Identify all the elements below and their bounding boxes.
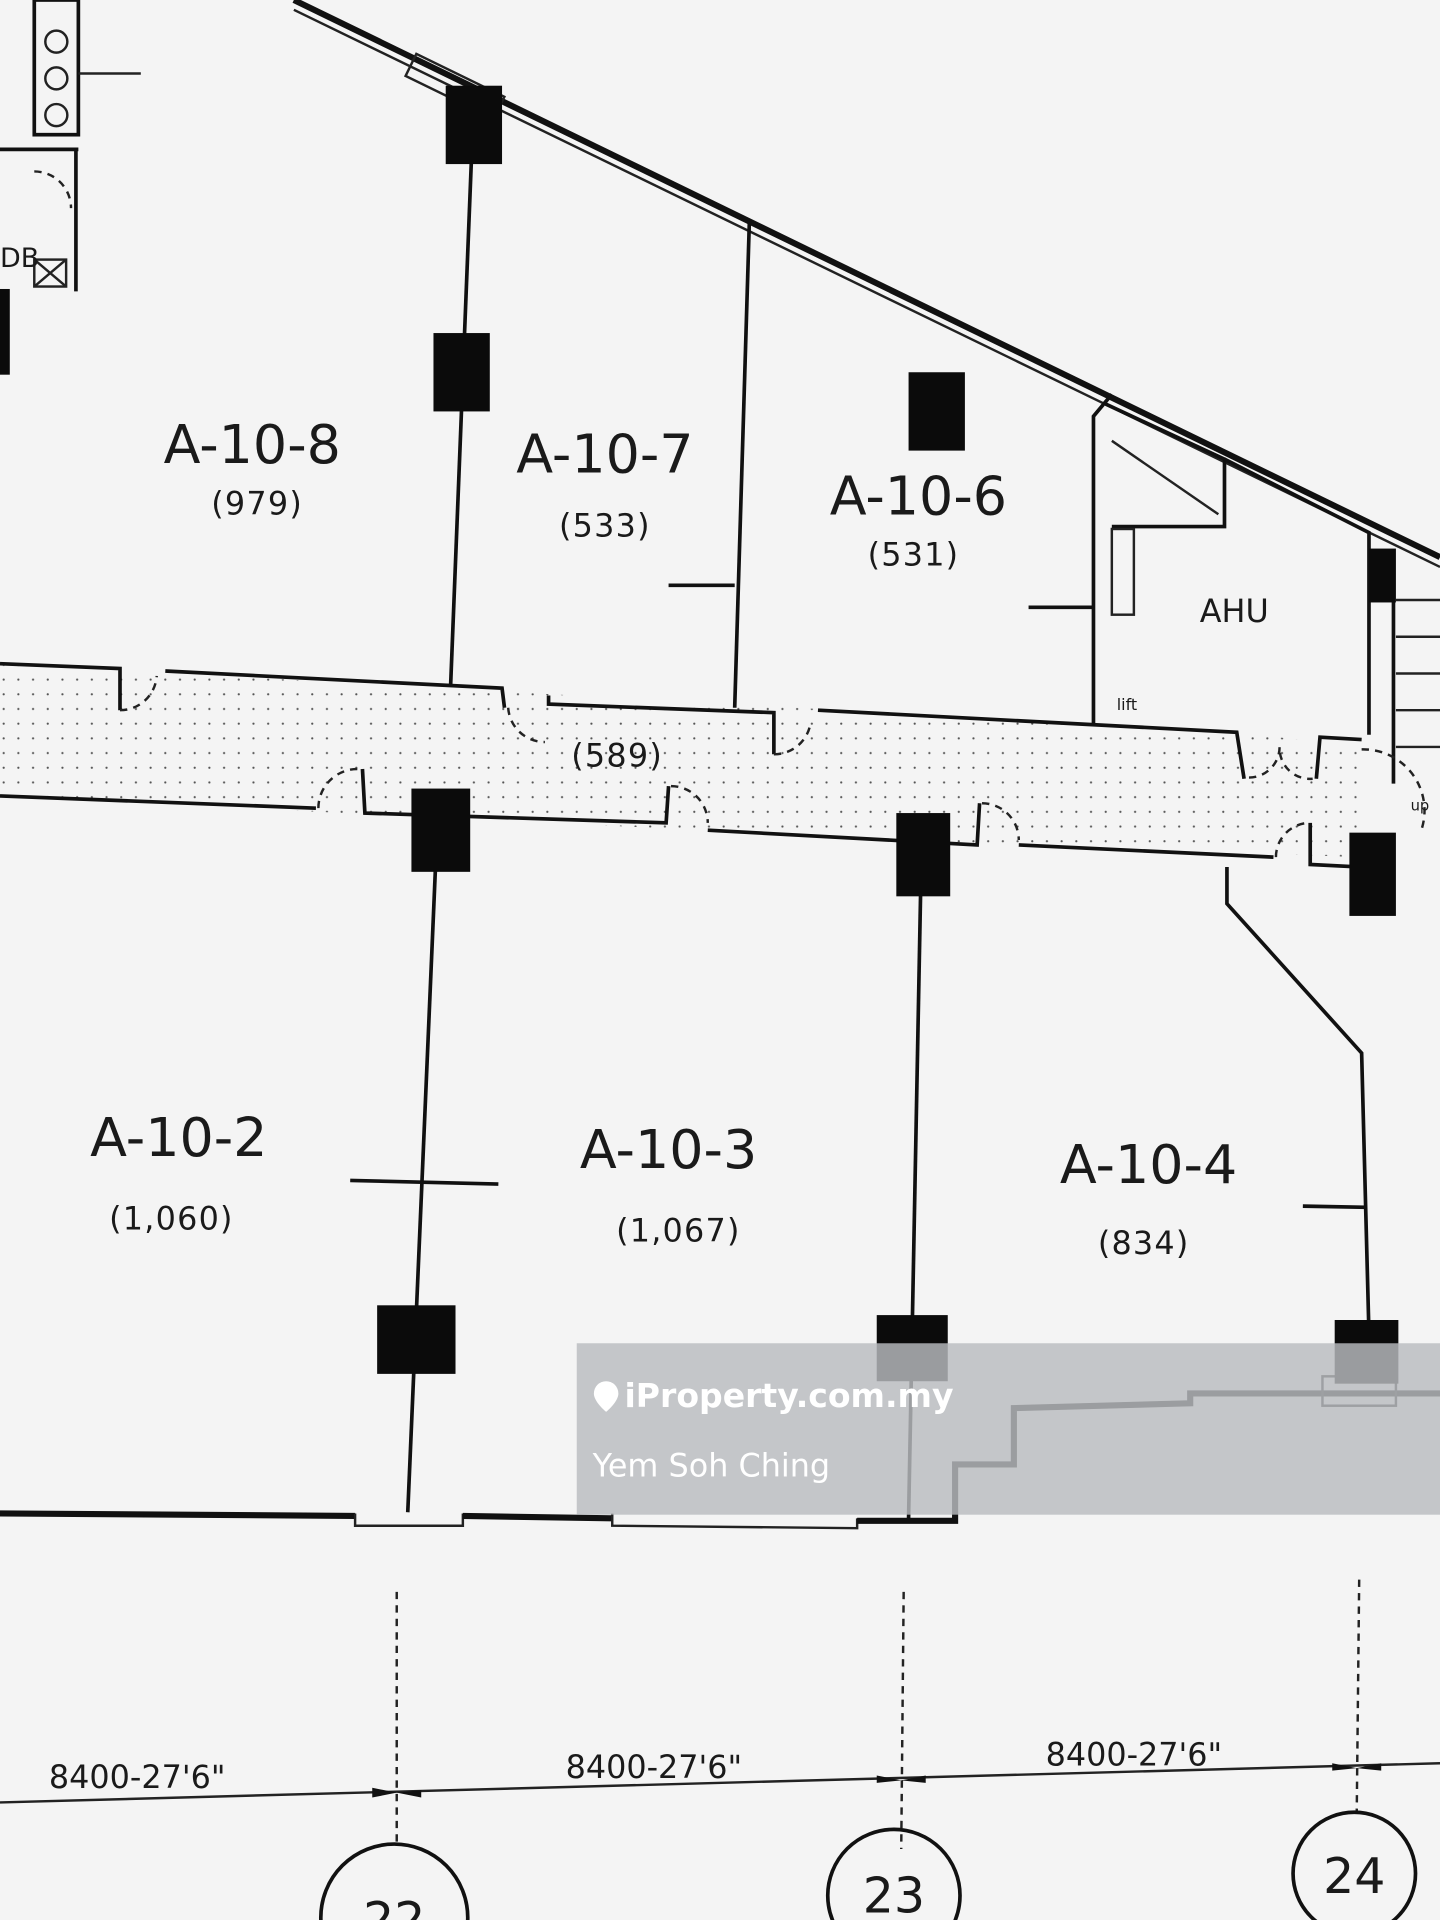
column xyxy=(445,85,503,165)
db-label: DB xyxy=(0,243,39,274)
grid-marker-label: 22 xyxy=(363,1892,425,1920)
watermark-brand: iProperty.com.my xyxy=(624,1376,953,1415)
grid-marker-22 xyxy=(319,1842,470,1920)
unit-id-a-10-2: A-10-2 xyxy=(90,1106,267,1169)
unit-area-a-10-3: (1,067) xyxy=(616,1212,741,1250)
column xyxy=(896,813,951,897)
lift-label: lift xyxy=(1117,695,1137,714)
location-pin-icon xyxy=(593,1381,619,1412)
unit-id-a-10-4: A-10-4 xyxy=(1060,1133,1237,1196)
stair-up-label: up xyxy=(1411,798,1430,815)
unit-id-a-10-6: A-10-6 xyxy=(830,464,1007,527)
dimension-label: 8400-27'6" xyxy=(1046,1736,1223,1774)
column xyxy=(433,333,490,412)
column xyxy=(377,1305,456,1374)
column xyxy=(411,788,471,872)
corridor xyxy=(0,663,1360,858)
dimension-label: 8400-27'6" xyxy=(566,1748,743,1786)
unit-area-a-10-8: (979) xyxy=(211,484,303,522)
ahu-label: AHU xyxy=(1200,592,1269,630)
unit-area-a-10-2: (1,060) xyxy=(109,1199,234,1237)
unit-labels: A-10-8 (979) A-10-7 (533) A-10-6 (531) A… xyxy=(90,413,1429,1262)
unit-id-a-10-3: A-10-3 xyxy=(580,1118,757,1181)
watermark: iProperty.com.my Yem Soh Ching xyxy=(576,1343,1440,1515)
corridor-area: (589) xyxy=(571,737,663,775)
watermark-agent: Yem Soh Ching xyxy=(592,1447,831,1485)
unit-area-a-10-4: (834) xyxy=(1098,1224,1190,1262)
unit-area-a-10-7: (533) xyxy=(559,506,651,544)
dimension-label: 8400-27'6" xyxy=(49,1758,226,1796)
service-core: DB xyxy=(0,0,141,375)
grid-marker-23 xyxy=(825,1827,962,1920)
column xyxy=(908,372,965,451)
grid-marker-label: 23 xyxy=(863,1868,925,1920)
corridor-walls xyxy=(0,661,1426,869)
grid-marker-label: 24 xyxy=(1323,1848,1385,1905)
unit-id-a-10-8: A-10-8 xyxy=(164,413,341,476)
north-partitions xyxy=(448,159,1440,784)
unit-area-a-10-6: (531) xyxy=(868,536,960,574)
structural-columns xyxy=(377,85,1399,1384)
unit-id-a-10-7: A-10-7 xyxy=(516,423,693,486)
column xyxy=(1368,548,1396,603)
column xyxy=(1349,832,1396,916)
grid-marker-24 xyxy=(1291,1810,1418,1920)
grid-lines: 8400-27'6" 8400-27'6" 8400-27'6" 22 23 2… xyxy=(0,1579,1440,1920)
